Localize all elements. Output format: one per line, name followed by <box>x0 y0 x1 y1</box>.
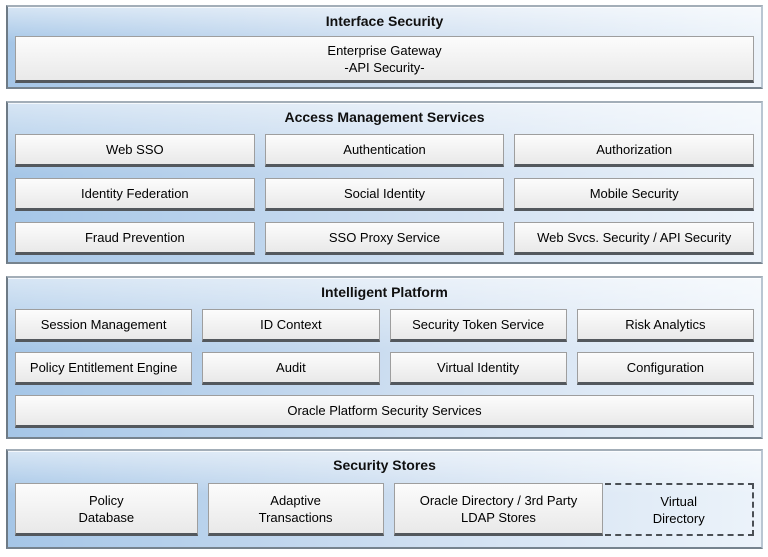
section-access-management-services: Access Management Services Web SSO Authe… <box>6 101 763 264</box>
box-web-sso: Web SSO <box>15 134 255 167</box>
box-security-token-service: Security Token Service <box>389 309 567 342</box>
box-adaptive-transactions: Adaptive Transactions <box>207 483 384 536</box>
box-sso-proxy-service: SSO Proxy Service <box>264 222 505 255</box>
box-configuration: Configuration <box>576 352 754 385</box>
box-policy-entitlement-engine: Policy Entitlement Engine <box>15 352 193 385</box>
box-virtual-identity: Virtual Identity <box>389 352 567 385</box>
section-intelligent-platform: Intelligent Platform Session Management … <box>6 276 763 439</box>
section-title-access-management-services: Access Management Services <box>284 109 485 125</box>
section-title-interface-security: Interface Security <box>325 13 444 29</box>
box-session-management: Session Management <box>15 309 193 342</box>
box-fraud-prevention: Fraud Prevention <box>15 222 255 255</box>
box-risk-analytics: Risk Analytics <box>576 309 754 342</box>
box-policy-database: Policy Database <box>15 483 198 536</box>
security-stores-row: Policy Database Adaptive Transactions Or… <box>15 483 754 536</box>
section-security-stores: Security Stores Policy Database Adaptive… <box>6 449 763 549</box>
box-web-svcs-security-api-security: Web Svcs. Security / API Security <box>514 222 754 255</box>
box-oracle-platform-security-services: Oracle Platform Security Services <box>15 395 754 428</box>
section-title-intelligent-platform: Intelligent Platform <box>321 284 448 300</box>
section-title-security-stores: Security Stores <box>333 457 436 473</box>
box-mobile-security: Mobile Security <box>514 178 754 211</box>
box-audit: Audit <box>202 352 380 385</box>
box-authorization: Authorization <box>514 134 754 167</box>
box-enterprise-gateway-api-security: Enterprise Gateway -API Security- <box>15 36 754 83</box>
box-virtual-directory: Virtual Directory <box>605 483 754 536</box>
box-identity-federation: Identity Federation <box>15 178 255 211</box>
intelligent-platform-grid: Session Management ID Context Security T… <box>15 309 754 428</box>
box-oracle-directory-3rd-party-ldap-stores: Oracle Directory / 3rd Party LDAP Stores <box>393 483 604 536</box>
box-authentication: Authentication <box>264 134 505 167</box>
box-social-identity: Social Identity <box>264 178 505 211</box>
box-id-context: ID Context <box>202 309 380 342</box>
section-interface-security: Interface Security Enterprise Gateway -A… <box>6 5 763 89</box>
access-management-grid: Web SSO Authentication Authorization Ide… <box>15 134 754 255</box>
